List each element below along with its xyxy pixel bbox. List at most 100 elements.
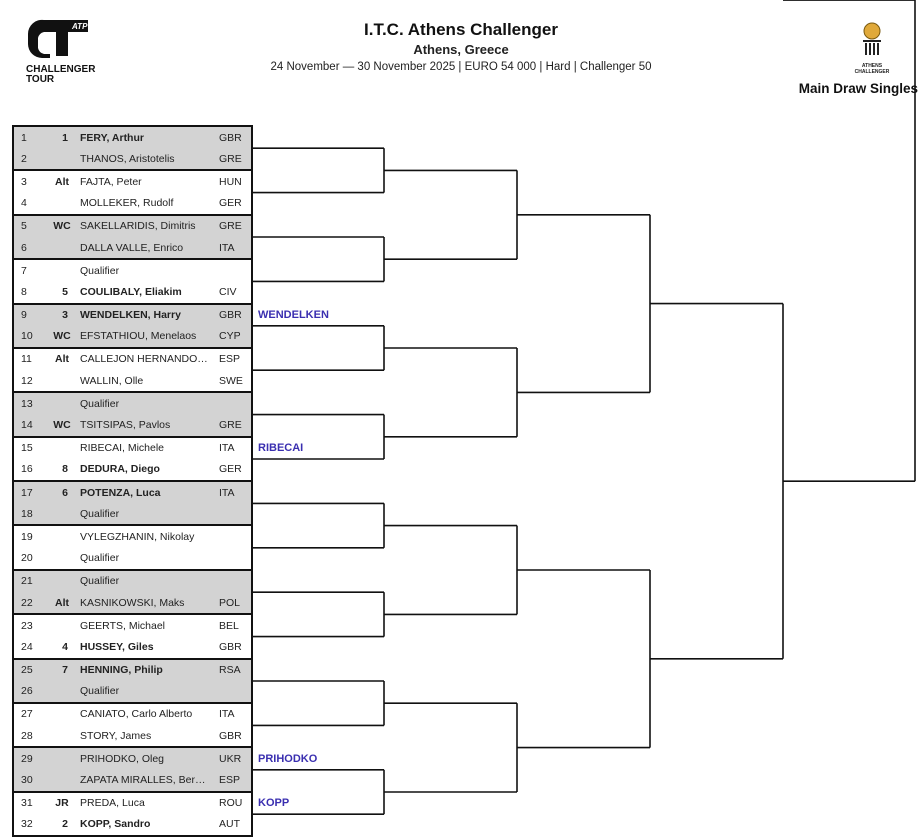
player-nationality: GRE bbox=[219, 419, 242, 432]
player-nationality: ROU bbox=[219, 797, 243, 810]
player-nationality: HUN bbox=[219, 175, 242, 188]
draw-position: 7 bbox=[21, 264, 27, 277]
draw-position: 9 bbox=[21, 309, 27, 322]
player-nationality: ITA bbox=[219, 442, 235, 455]
player-name: POTENZA, Luca bbox=[80, 486, 161, 499]
draw-position: 16 bbox=[21, 463, 33, 476]
player-name: SAKELLARIDIS, Dimitris bbox=[80, 220, 196, 233]
draw-position: 22 bbox=[21, 596, 33, 609]
svg-text:ATP: ATP bbox=[71, 22, 88, 31]
draw-position: 11 bbox=[21, 353, 32, 366]
player-nationality: GER bbox=[219, 463, 242, 476]
player-nationality: GER bbox=[219, 197, 242, 210]
seed-entry: 1 bbox=[62, 131, 68, 144]
player-nationality: GRE bbox=[219, 152, 242, 165]
round1-winner: PRIHODKO bbox=[258, 752, 318, 765]
player-row: 28 STORY, James GBR bbox=[14, 725, 251, 746]
seed-entry: Alt bbox=[55, 353, 69, 366]
seed-entry: WC bbox=[53, 419, 71, 432]
player-name: PREDA, Luca bbox=[80, 797, 145, 810]
player-nationality: GBR bbox=[219, 640, 242, 653]
player-name: KASNIKOWSKI, Maks bbox=[80, 596, 185, 609]
player-nationality: ITA bbox=[219, 708, 235, 721]
player-nationality: BEL bbox=[219, 619, 239, 632]
player-nationality: ESP bbox=[219, 774, 241, 787]
player-name: WENDELKEN, Harry bbox=[80, 309, 181, 322]
draw-position: 5 bbox=[21, 220, 27, 233]
draw-position: 1 bbox=[21, 131, 27, 144]
draw-position: 13 bbox=[21, 397, 33, 410]
player-name: ZAPATA MIRALLES, Ber… bbox=[80, 774, 206, 787]
draw-name: Main Draw Singles bbox=[798, 81, 918, 96]
seed-entry: 4 bbox=[62, 640, 68, 653]
draw-position: 32 bbox=[21, 818, 33, 831]
player-nationality: RSA bbox=[219, 664, 241, 677]
draw-position: 6 bbox=[21, 241, 27, 254]
tournament-location: Athens, Greece bbox=[413, 42, 509, 57]
draw-position: 19 bbox=[21, 530, 33, 543]
seed-entry: 3 bbox=[62, 309, 68, 322]
draw-position: 3 bbox=[21, 175, 27, 188]
draw-position: 28 bbox=[21, 729, 33, 742]
player-nationality: GBR bbox=[219, 729, 242, 742]
player-nationality: UKR bbox=[219, 752, 242, 765]
player-nationality: POL bbox=[219, 596, 241, 609]
draw-position: 26 bbox=[21, 685, 33, 698]
player-nationality: SWE bbox=[219, 374, 243, 387]
player-nationality: GBR bbox=[219, 131, 242, 144]
seed-entry: 5 bbox=[62, 285, 68, 298]
tournament-details: 24 November — 30 November 2025 | EURO 54… bbox=[270, 61, 652, 73]
round1-winner: RIBECAI bbox=[258, 442, 304, 454]
player-name: Qualifier bbox=[80, 552, 120, 565]
player-nationality: GRE bbox=[219, 220, 242, 233]
player-row: 3 Alt FAJTA, Peter HUN bbox=[14, 171, 251, 192]
player-name: RIBECAI, Michele bbox=[80, 442, 165, 455]
seed-entry: Alt bbox=[55, 175, 69, 188]
player-row: 16 8 DEDURA, Diego GER bbox=[14, 459, 251, 480]
player-name: EFSTATHIOU, Menelaos bbox=[80, 330, 197, 343]
player-name: Qualifier bbox=[80, 264, 120, 277]
player-name: FAJTA, Peter bbox=[80, 175, 142, 188]
player-name: STORY, James bbox=[80, 729, 152, 742]
draw-position: 29 bbox=[21, 752, 33, 765]
seed-entry: 8 bbox=[62, 463, 68, 476]
player-name: GEERTS, Michael bbox=[80, 619, 165, 632]
player-name: DALLA VALLE, Enrico bbox=[80, 241, 184, 254]
draw-position: 21 bbox=[21, 575, 33, 588]
player-name: DEDURA, Diego bbox=[80, 463, 160, 476]
player-name: THANOS, Aristotelis bbox=[80, 152, 175, 165]
player-name: COULIBALY, Eliakim bbox=[80, 285, 182, 298]
player-nationality: CYP bbox=[219, 330, 241, 343]
player-name: Qualifier bbox=[80, 507, 120, 520]
player-name: VYLEGZHANIN, Nikolay bbox=[80, 530, 195, 543]
player-row: 19 VYLEGZHANIN, Nikolay bbox=[14, 526, 251, 547]
